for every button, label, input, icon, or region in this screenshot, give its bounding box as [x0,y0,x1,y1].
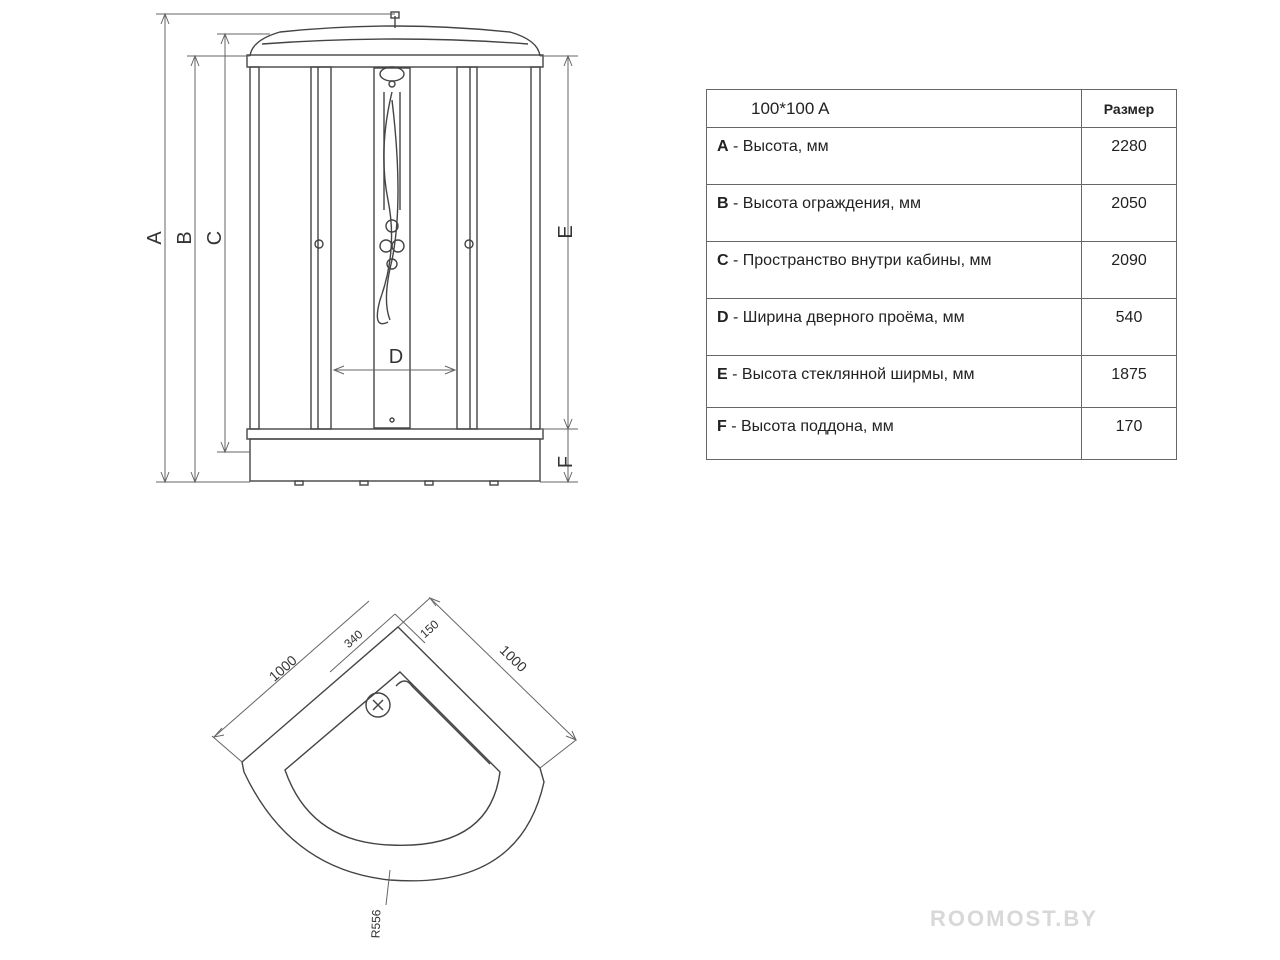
row-letter: B [717,195,729,212]
table-row: E - Высота стеклянной ширмы, мм 1875 [706,355,1177,408]
dim-label-e: E [555,225,577,238]
dim-label-c: C [204,231,226,245]
table-row: B - Высота ограждения, мм 2050 [706,184,1177,242]
table-row: D - Ширина дверного проёма, мм 540 [706,298,1177,356]
left-door-handle [314,239,324,249]
tray-outline-outer [241,626,545,882]
row-value: 1875 [1081,355,1177,408]
table-header: 100*100 A Размер [706,89,1177,128]
cabin-top-frame [246,54,544,68]
row-value: 2050 [1081,184,1177,242]
row-label: - Высота, мм [728,138,829,155]
cabin-base-frame [246,428,544,440]
row-value: 170 [1081,407,1177,460]
table-row: C - Пространство внутри кабины, мм 2090 [706,241,1177,299]
dim-label-a: A [144,231,166,245]
dim-side-right: 1000 [497,642,531,675]
row-letter: C [717,252,729,269]
model-header: 100*100 A [706,89,1082,128]
row-letter: F [717,418,727,435]
drain-icon [365,692,391,718]
dim-label-f: F [555,456,577,468]
row-letter: E [717,366,728,383]
front-view [156,11,578,486]
row-value: 2280 [1081,127,1177,185]
top-view [211,596,577,906]
row-label: - Ширина дверного проёма, мм [728,309,965,326]
row-letter: D [717,309,729,326]
shower-column [373,67,411,429]
right-post [530,66,541,430]
row-label: - Пространство внутри кабины, мм [728,252,992,269]
tray-outline-inner [284,671,501,846]
dim-label-d: D [389,346,403,368]
size-header: Размер [1081,89,1177,128]
right-door-handle [464,239,474,249]
dim-drain-offset: 340 [341,627,366,651]
table-row: F - Высота поддона, мм 170 [706,407,1177,460]
row-value: 2090 [1081,241,1177,299]
row-label: - Высота поддона, мм [726,418,894,435]
watermark: ROOMOST.BY [930,906,1098,931]
shower-tray [249,438,541,482]
dim-edge-offset: 150 [417,617,442,641]
left-post [249,66,260,430]
row-value: 540 [1081,298,1177,356]
dim-side-left: 1000 [266,652,300,685]
table-row: A - Высота, мм 2280 [706,127,1177,185]
spec-table: 100*100 A Размер A - Высота, мм 2280 B -… [706,89,1177,460]
row-label: - Высота ограждения, мм [728,195,921,212]
dim-label-b: B [174,231,196,244]
row-letter: A [717,138,729,155]
dim-radius: R556 [369,909,384,938]
cabin-roof [249,25,541,57]
row-label: - Высота стеклянной ширмы, мм [727,366,975,383]
